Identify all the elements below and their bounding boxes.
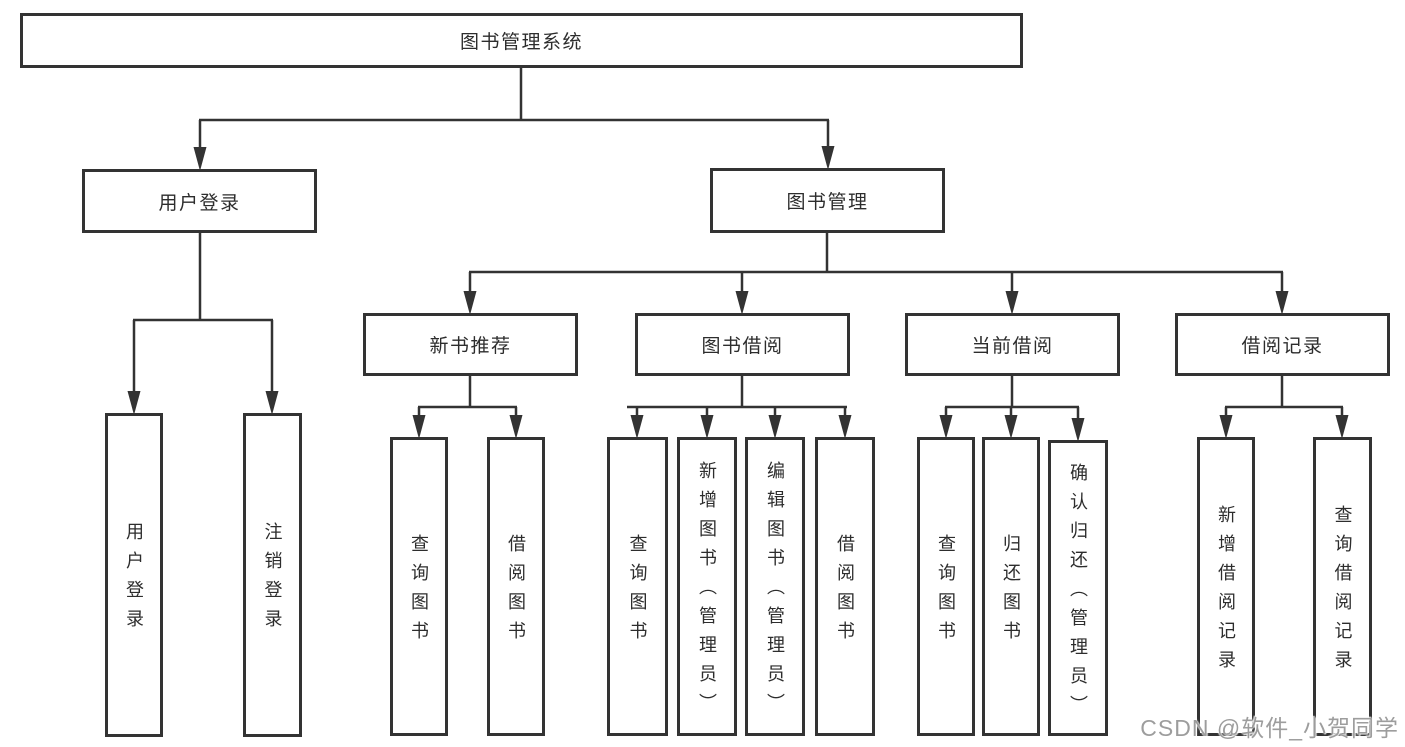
leaf-br-add-record: 新增借阅记录 <box>1197 437 1255 736</box>
node-book-management-label: 图书管理 <box>786 192 869 213</box>
node-new-book-recommend: 新书推荐 <box>363 313 578 376</box>
leaf-br-add-record-label: 新增借阅记录 <box>1216 504 1236 679</box>
node-book-management: 图书管理 <box>710 168 945 233</box>
leaf-bb-add-books-admin-label: 新增图书（管理员） <box>697 461 717 722</box>
leaf-cb-confirm-return-admin: 确认归还（管理员） <box>1048 440 1108 736</box>
leaf-bb-add-books-admin: 新增图书（管理员） <box>677 437 737 736</box>
leaf-cb-query-books: 查询图书 <box>917 437 975 736</box>
leaf-bb-query-books-label: 查询图书 <box>627 533 648 650</box>
node-book-borrowing: 图书借阅 <box>635 313 850 376</box>
leaf-cb-return-books-label: 归还图书 <box>1001 533 1021 650</box>
node-current-borrowing: 当前借阅 <box>905 313 1120 376</box>
node-user-login: 用户登录 <box>82 169 317 233</box>
leaf-user-login-label: 用户登录 <box>124 522 144 638</box>
node-library-system-label: 图书管理系统 <box>459 32 583 53</box>
leaf-logout-label: 注销登录 <box>262 522 283 638</box>
leaf-cb-return-books: 归还图书 <box>982 437 1040 736</box>
node-borrow-records: 借阅记录 <box>1175 313 1390 376</box>
leaf-br-query-record: 查询借阅记录 <box>1313 437 1372 736</box>
leaf-bb-edit-books-admin-label: 编辑图书（管理员） <box>765 461 785 722</box>
node-new-book-recommend-label: 新书推荐 <box>429 336 512 357</box>
node-borrow-records-label: 借阅记录 <box>1241 336 1324 357</box>
leaf-nbr-query-books-label: 查询图书 <box>409 533 429 650</box>
leaf-bb-borrow-books: 借阅图书 <box>815 437 875 736</box>
leaf-br-query-record-label: 查询借阅记录 <box>1332 504 1353 679</box>
leaf-cb-confirm-return-admin-label: 确认归还（管理员） <box>1068 462 1088 724</box>
leaf-cb-query-books-label: 查询图书 <box>936 533 956 650</box>
leaf-nbr-query-books: 查询图书 <box>390 437 448 736</box>
leaf-bb-query-books: 查询图书 <box>607 437 668 736</box>
leaf-user-login: 用户登录 <box>105 413 163 737</box>
node-user-login-label: 用户登录 <box>158 192 241 214</box>
leaf-bb-edit-books-admin: 编辑图书（管理员） <box>745 437 805 736</box>
leaf-nbr-borrow-books-label: 借阅图书 <box>506 533 526 650</box>
leaf-logout: 注销登录 <box>243 413 302 737</box>
leaf-bb-borrow-books-label: 借阅图书 <box>835 533 855 650</box>
csdn-watermark: CSDN @软件_小贺同学 <box>1140 715 1399 741</box>
node-book-borrowing-label: 图书借阅 <box>701 336 784 357</box>
node-library-system: 图书管理系统 <box>20 13 1023 68</box>
node-current-borrowing-label: 当前借阅 <box>971 336 1054 357</box>
leaf-nbr-borrow-books: 借阅图书 <box>487 437 545 736</box>
